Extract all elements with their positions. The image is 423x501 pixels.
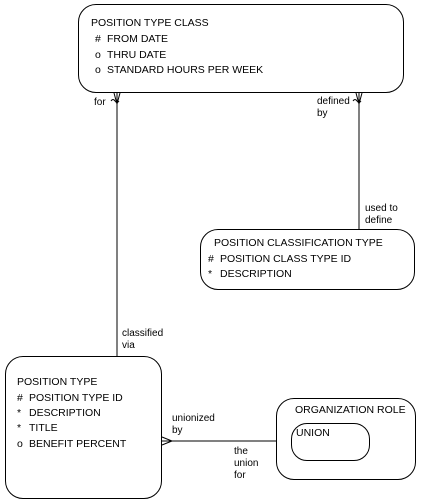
attribute-row: *TITLE (17, 422, 58, 434)
entity-title: ORGANIZATION ROLE (295, 404, 406, 416)
rel-label-for: for (94, 97, 106, 108)
subtype-union[interactable] (291, 423, 370, 461)
attribute-row: #POSITION TYPE ID (17, 392, 123, 404)
rel-label-the-union-for: the union for (234, 446, 259, 481)
entity-title: POSITION CLASSIFICATION TYPE (214, 237, 383, 249)
crow-foot-class-right (355, 92, 363, 106)
rel-label-used-to-define: used to define (365, 203, 398, 226)
tilde-defined-by (352, 99, 362, 103)
entity-position-type[interactable] (5, 356, 162, 499)
tilde-for (110, 99, 120, 103)
rel-label-unionized-by: unionized by (172, 413, 215, 436)
attribute-row: #POSITION CLASS TYPE ID (208, 253, 352, 265)
rel-label-classified-via: classified via (122, 328, 164, 351)
crow-foot-position-type (161, 436, 174, 446)
attribute-row: *DESCRIPTION (17, 407, 101, 419)
subtype-title: UNION (296, 427, 330, 439)
attribute-row: *DESCRIPTION (208, 268, 292, 280)
entity-title: POSITION TYPE (17, 376, 98, 388)
attribute-row: #FROM DATE (95, 33, 169, 45)
entity-position-classification-type[interactable] (200, 229, 415, 290)
entity-title: POSITION TYPE CLASS (91, 17, 209, 29)
entity-position-type-class[interactable] (78, 4, 404, 93)
rel-label-defined-by: defined by (317, 96, 350, 119)
crow-foot-class-left (113, 92, 121, 106)
